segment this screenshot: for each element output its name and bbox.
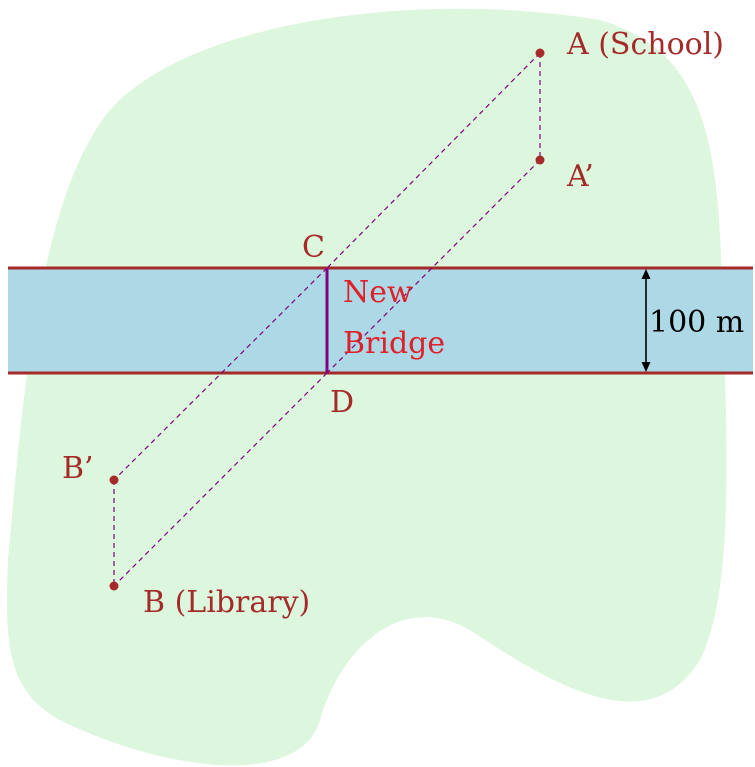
point-b (109, 581, 119, 591)
land-region (6, 8, 727, 766)
bridge-label-line2: Bridge (343, 326, 445, 361)
label-b-library: B (Library) (143, 585, 310, 620)
width-measure-arrow (641, 269, 651, 372)
point-b-prime (109, 475, 119, 485)
river-width-label: 100 m (649, 305, 744, 340)
point-a-prime (535, 155, 545, 165)
bridge-label-line1: New (343, 275, 413, 310)
river (8, 268, 753, 373)
label-c: C (302, 230, 325, 265)
point-a (535, 48, 545, 58)
label-b-prime: B’ (62, 451, 94, 486)
label-a-school: A (School) (566, 27, 724, 62)
label-d: D (330, 385, 354, 420)
label-a-prime: A’ (566, 159, 594, 194)
dashed-path-a-c (326, 52, 541, 269)
